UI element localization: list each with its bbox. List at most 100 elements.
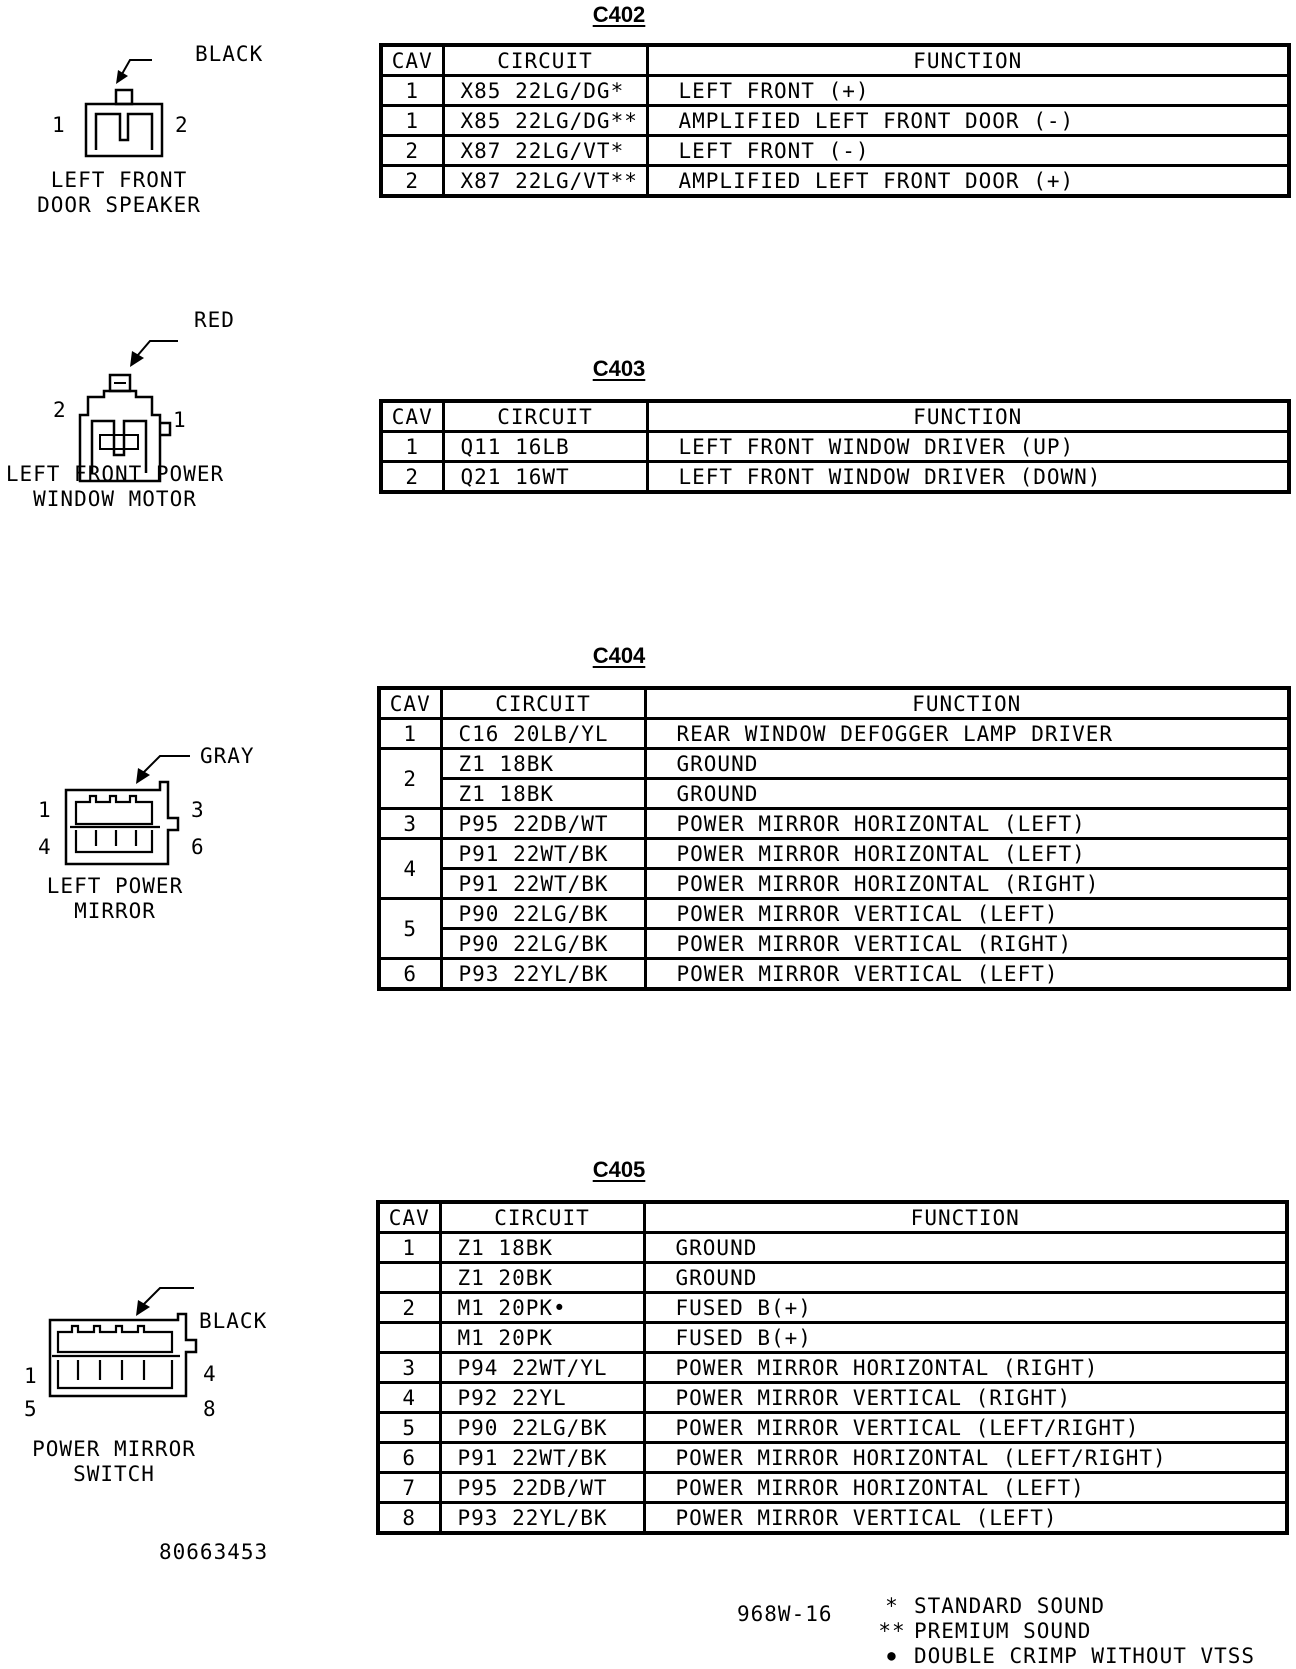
function-cell: GROUND <box>643 777 1291 810</box>
legend-text: PREMIUM SOUND <box>914 1619 1092 1643</box>
c403-title: C403 <box>592 356 646 381</box>
window-motor-color-label: RED <box>194 308 235 332</box>
cav-cell: 3 <box>377 807 443 840</box>
legend-symbol: ● <box>887 1648 897 1664</box>
pin-label: 5 <box>24 1397 37 1421</box>
window-motor-connector-icon <box>78 340 178 483</box>
pin-label: 1 <box>24 1364 37 1388</box>
circuit-cell: P95 22DB/WT <box>438 1471 646 1504</box>
part-number: 80663453 <box>159 1540 269 1564</box>
window-motor-label: LEFT FRONT POWER WINDOW MOTOR <box>5 462 225 511</box>
function-cell: POWER MIRROR VERTICAL (LEFT/RIGHT) <box>642 1411 1289 1444</box>
cav-cell: 4 <box>376 1381 442 1414</box>
figure-id: 968W-16 <box>737 1602 833 1626</box>
function-header: FUNCTION <box>645 43 1291 77</box>
function-cell: GROUND <box>643 747 1291 780</box>
circuit-cell: X87 22LG/VT* <box>441 134 649 167</box>
circuit-header: CIRCUIT <box>439 686 647 720</box>
circuit-cell: P90 22LG/BK <box>439 897 647 930</box>
cav-cell: 6 <box>377 957 443 991</box>
pin-label: 3 <box>191 798 204 822</box>
cav-cell: 2 <box>377 747 443 810</box>
legend-symbol: ** <box>878 1619 906 1643</box>
cav-cell: 7 <box>376 1471 442 1504</box>
cav-cell: 1 <box>377 717 443 750</box>
circuit-cell: M1 20PK <box>438 1321 646 1354</box>
circuit-cell: P92 22YL <box>438 1381 646 1414</box>
power-mirror-label: LEFT POWER MIRROR <box>46 874 184 923</box>
pin-label: 1 <box>38 798 51 822</box>
function-cell: POWER MIRROR VERTICAL (RIGHT) <box>642 1381 1289 1414</box>
door-speaker-connector-icon <box>84 59 164 158</box>
cav-cell: 4 <box>377 837 443 900</box>
function-cell: POWER MIRROR VERTICAL (RIGHT) <box>643 927 1291 960</box>
pin-label: 4 <box>38 835 51 859</box>
circuit-cell: P93 22YL/BK <box>438 1501 646 1535</box>
pin-label: 6 <box>191 835 204 859</box>
circuit-header: CIRCUIT <box>441 399 649 433</box>
cav-cell: 5 <box>376 1411 442 1444</box>
pin-label: 1 <box>52 113 65 137</box>
mirror-switch-connector-icon <box>48 1287 198 1398</box>
circuit-cell: P93 22YL/BK <box>439 957 647 991</box>
circuit-cell: Q21 16WT <box>441 460 649 494</box>
function-cell: POWER MIRROR HORIZONTAL (LEFT/RIGHT) <box>642 1441 1289 1474</box>
circuit-cell: P91 22WT/BK <box>438 1441 646 1474</box>
c405-title: C405 <box>592 1157 646 1182</box>
cav-cell: 2 <box>379 460 445 494</box>
circuit-cell: X85 22LG/DG* <box>441 74 649 107</box>
function-cell: FUSED B(+) <box>642 1291 1289 1324</box>
function-cell: POWER MIRROR HORIZONTAL (LEFT) <box>642 1471 1289 1504</box>
circuit-cell: P90 22LG/BK <box>439 927 647 960</box>
circuit-cell: Q11 16LB <box>441 430 649 463</box>
pin-label: 1 <box>173 408 186 432</box>
cav-header: CAV <box>379 43 445 77</box>
circuit-cell: P91 22WT/BK <box>439 837 647 870</box>
circuit-cell: Z1 18BK <box>438 1231 646 1264</box>
cav-header: CAV <box>376 1200 442 1234</box>
cav-cell <box>376 1261 442 1294</box>
pin-label: 8 <box>203 1397 216 1421</box>
function-cell: LEFT FRONT WINDOW DRIVER (UP) <box>645 430 1291 463</box>
function-cell: POWER MIRROR VERTICAL (LEFT) <box>642 1501 1289 1535</box>
cav-cell: 1 <box>379 104 445 137</box>
function-cell: POWER MIRROR VERTICAL (LEFT) <box>643 957 1291 991</box>
circuit-cell: P95 22DB/WT <box>439 807 647 840</box>
circuit-cell: P91 22WT/BK <box>439 867 647 900</box>
cav-cell: 5 <box>377 897 443 960</box>
function-cell: POWER MIRROR HORIZONTAL (RIGHT) <box>643 867 1291 900</box>
function-cell: POWER MIRROR HORIZONTAL (LEFT) <box>643 837 1291 870</box>
function-header: FUNCTION <box>643 686 1291 720</box>
function-cell: FUSED B(+) <box>642 1321 1289 1354</box>
circuit-cell: X87 22LG/VT** <box>441 164 649 198</box>
circuit-header: CIRCUIT <box>438 1200 646 1234</box>
circuit-cell: Z1 18BK <box>439 747 647 780</box>
cav-header: CAV <box>379 399 445 433</box>
function-cell: LEFT FRONT WINDOW DRIVER (DOWN) <box>645 460 1291 494</box>
cav-cell: 1 <box>379 430 445 463</box>
function-cell: GROUND <box>642 1261 1289 1294</box>
function-cell: POWER MIRROR VERTICAL (LEFT) <box>643 897 1291 930</box>
cav-header: CAV <box>377 686 443 720</box>
cav-cell: 6 <box>376 1441 442 1474</box>
